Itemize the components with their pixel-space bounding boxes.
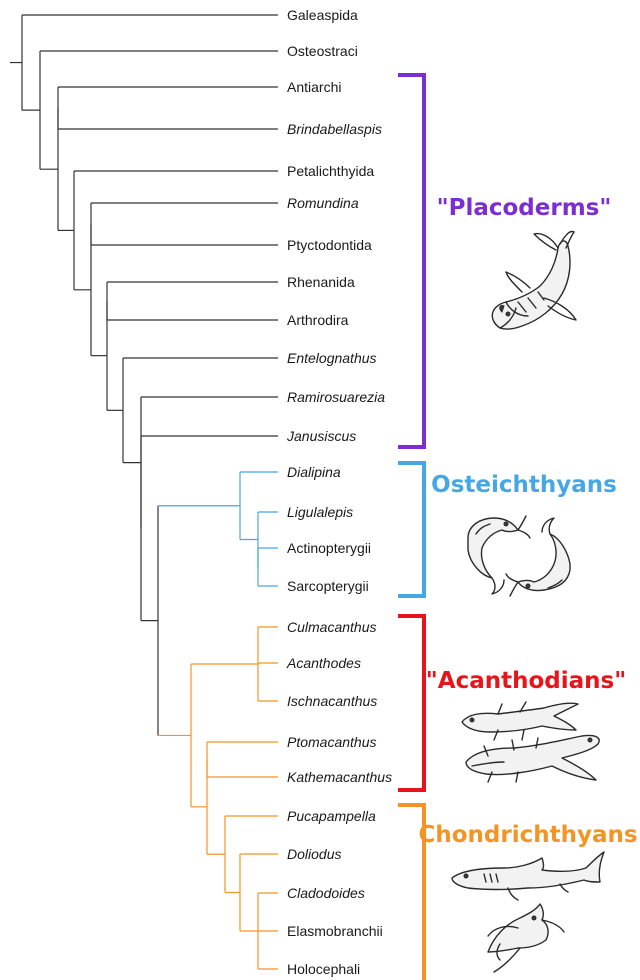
taxon-label-culmacanthus: Culmacanthus [287, 619, 377, 635]
taxon-label-pucapampella: Pucapampella [287, 808, 376, 824]
chondrichthyans-bracket [398, 803, 426, 980]
taxon-label-entelognathus: Entelognathus [287, 350, 377, 366]
acanthodian-fish-icon [461, 701, 600, 783]
taxon-label-ischnacanthus: Ischnacanthus [287, 693, 377, 709]
taxon-label-elasmobranchii: Elasmobranchii [287, 923, 383, 939]
taxon-label-ramirosuarezia: Ramirosuarezia [287, 389, 385, 405]
taxon-label-dialipina: Dialipina [287, 464, 341, 480]
taxon-label-janusiscus: Janusiscus [286, 428, 356, 444]
chondrichthyans-label: Chondrichthyans [418, 822, 637, 848]
taxon-label-ptomacanthus: Ptomacanthus [287, 734, 377, 750]
taxon-label-romundina: Romundina [287, 195, 359, 211]
bony-fish-pair-icon [467, 515, 571, 597]
taxon-label-actinopterygii: Actinopterygii [287, 540, 371, 556]
taxon-label-brindabellaspis: Brindabellaspis [287, 121, 382, 137]
acanthodians-bracket [398, 614, 426, 792]
taxon-label-ptyctodontida: Ptyctodontida [287, 237, 372, 253]
taxon-label-petalichthyida: Petalichthyida [287, 163, 374, 179]
placoderms-label: "Placoderms" [437, 195, 612, 221]
osteichthyans-label: Osteichthyans [431, 472, 617, 498]
taxon-label-ligulalepis: Ligulalepis [287, 504, 353, 520]
taxon-label-acanthodes: Acanthodes [286, 655, 361, 671]
taxon-labels: GaleaspidaOsteostraciAntiarchiBrindabell… [286, 7, 392, 977]
taxon-label-osteostraci: Osteostraci [287, 43, 358, 59]
group-brackets [398, 73, 426, 980]
taxon-label-kathemacanthus: Kathemacanthus [287, 769, 392, 785]
taxon-label-sarcopterygii: Sarcopterygii [287, 578, 369, 594]
taxon-label-holocephali: Holocephali [287, 961, 360, 977]
taxon-label-doliodus: Doliodus [287, 846, 341, 862]
osteichthyans-bracket [398, 461, 426, 598]
taxon-label-galeaspida: Galeaspida [287, 7, 358, 23]
placoderms-bracket [398, 73, 426, 449]
shark-and-ratfish-icon [451, 851, 605, 973]
taxon-label-cladodoides: Cladodoides [287, 885, 365, 901]
acanthodians-label: "Acanthodians" [426, 668, 626, 694]
tree-branches [10, 14, 278, 970]
taxon-label-rhenanida: Rhenanida [287, 274, 355, 290]
taxon-label-antiarchi: Antiarchi [287, 79, 341, 95]
taxon-label-arthrodira: Arthrodira [287, 312, 349, 328]
placoderm-fish-icon [491, 230, 577, 330]
